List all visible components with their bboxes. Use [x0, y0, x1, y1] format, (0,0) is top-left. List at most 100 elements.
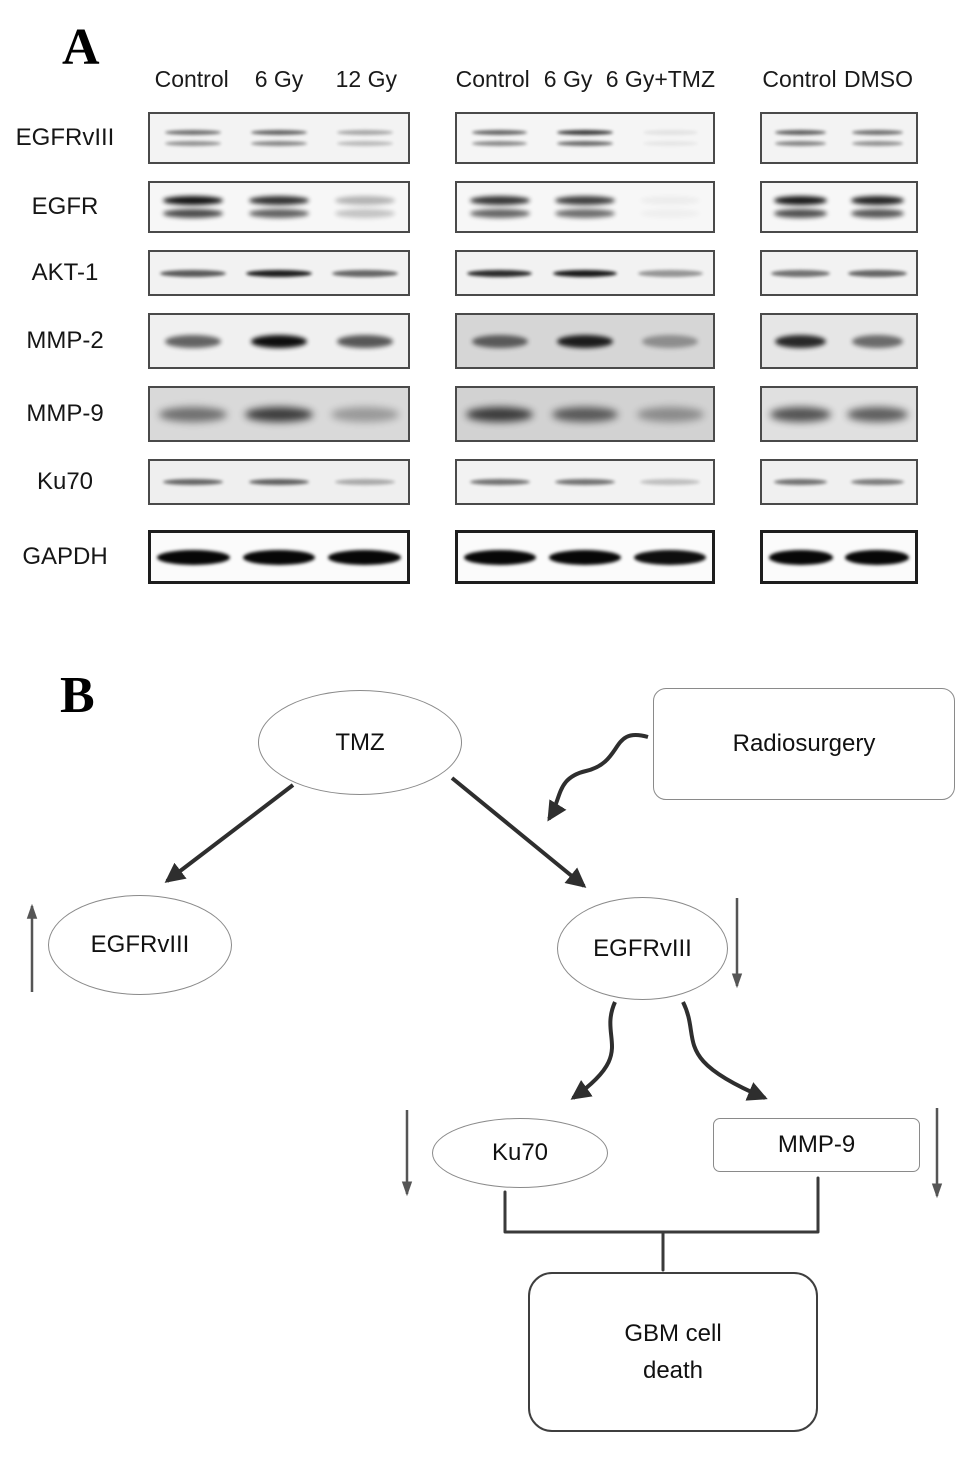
blot-lane [151, 533, 236, 581]
protein-band [469, 479, 530, 485]
blot-lane [839, 461, 916, 503]
blot-lane [457, 388, 542, 440]
protein-band [850, 209, 905, 218]
protein-band [331, 406, 399, 422]
lane-header: Control [762, 66, 837, 92]
blot-gapdh-group-3 [760, 530, 918, 584]
protein-band [775, 334, 826, 348]
blot-egfr-group-1 [148, 181, 410, 233]
protein-band [469, 196, 530, 205]
protein-band [160, 269, 226, 277]
protein-band [332, 269, 398, 277]
node-tmz: TMZ [258, 690, 462, 795]
blot-lane [150, 388, 236, 440]
protein-label: GAPDH [22, 543, 108, 570]
arrow-egfrviii-to-ku70 [570, 1001, 617, 1100]
protein-band [555, 209, 615, 218]
arrow-egfrviii-to-mmp9 [681, 1001, 768, 1101]
blot-row-ku70: Ku70 [0, 459, 969, 505]
blot-gapdh-group-1 [148, 530, 410, 584]
blot-lane [542, 315, 627, 367]
protein-band [471, 334, 528, 348]
blot-row-mmp-2: MMP-2 [0, 313, 969, 369]
protein-band [847, 406, 908, 422]
blot-lane [628, 388, 713, 440]
protein-band [773, 209, 828, 218]
protein-band [250, 334, 308, 348]
protein-band [336, 334, 394, 348]
blot-row-akt-1: AKT-1 [0, 250, 969, 296]
blot-lane [542, 114, 627, 162]
blot-lane [150, 114, 236, 162]
blot-egfrviii-group-1 [148, 112, 410, 164]
blot-egfr-group-3 [760, 181, 918, 233]
blot-ku70-group-1 [148, 459, 410, 505]
blot-lane [457, 114, 542, 162]
protein-band [467, 269, 533, 277]
blot-lane [762, 183, 839, 231]
pathway-arrows [26, 733, 943, 1272]
blot-lane [763, 533, 839, 581]
blot-lane [236, 533, 321, 581]
blot-lane [322, 461, 408, 503]
protein-band [557, 141, 613, 146]
protein-label: AKT-1 [31, 259, 99, 286]
blot-lane [150, 252, 236, 294]
protein-band [251, 130, 307, 135]
protein-band [775, 130, 826, 135]
blot-lane [628, 461, 713, 503]
protein-band [246, 269, 312, 277]
protein-band [165, 141, 221, 146]
blot-row-egfr: EGFR [0, 181, 969, 233]
blot-lane [543, 533, 628, 581]
protein-band [162, 209, 224, 218]
protein-band [157, 549, 230, 565]
blot-akt-1-group-3 [760, 250, 918, 296]
blot-mmp-9-group-2 [455, 386, 715, 442]
blot-gapdh-group-2 [455, 530, 715, 584]
bracket-join [503, 1176, 820, 1234]
blot-lane [542, 461, 627, 503]
protein-band [469, 209, 530, 218]
blot-lane [236, 183, 322, 231]
protein-band [248, 196, 310, 205]
protein-band [642, 130, 699, 135]
blot-lane [322, 388, 408, 440]
blot-lane [762, 114, 839, 162]
blot-lane [839, 114, 916, 162]
protein-label: Ku70 [36, 468, 94, 495]
protein-band [637, 406, 704, 422]
blot-lane [542, 252, 627, 294]
protein-band [642, 334, 699, 348]
blot-lane [150, 461, 236, 503]
protein-band [164, 334, 222, 348]
blot-lane [236, 388, 322, 440]
node-gbm-label: GBM cell death [624, 1319, 722, 1384]
blot-egfrviii-group-3 [760, 112, 918, 164]
panel-b-pathway-diagram: B TMZ Radiosurgery EGFRvIII EGFRvIII Ku7… [0, 640, 969, 1467]
blot-lane [236, 252, 322, 294]
node-egfrviii-down-label: EGFRvIII [593, 934, 692, 962]
node-radiosurgery: Radiosurgery [653, 688, 955, 800]
panel-a-label: A [62, 19, 100, 76]
blot-mmp-9-group-3 [760, 386, 918, 442]
protein-band [775, 141, 826, 146]
protein-band [552, 269, 618, 277]
protein-band [464, 549, 537, 565]
blot-ku70-group-2 [455, 459, 715, 505]
blot-lane [457, 461, 542, 503]
protein-band [642, 141, 699, 146]
blot-lane [322, 114, 408, 162]
protein-label: EGFR [31, 193, 99, 220]
node-ku70: Ku70 [432, 1118, 608, 1188]
blot-lane [628, 183, 713, 231]
protein-band [850, 196, 905, 205]
blot-lane [542, 183, 627, 231]
blot-lane [542, 388, 627, 440]
blot-lane [236, 114, 322, 162]
blot-lane [236, 461, 322, 503]
